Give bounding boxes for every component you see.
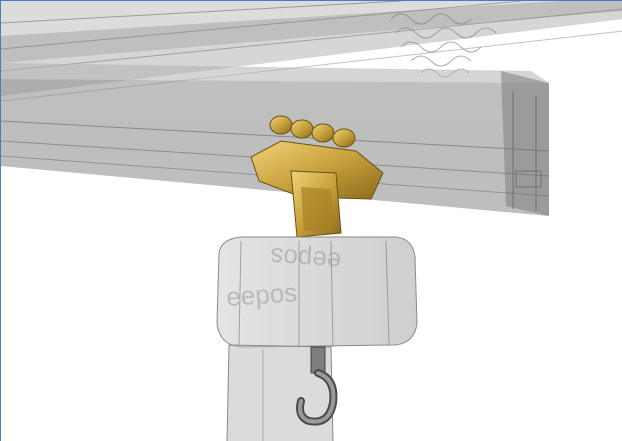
cable-chain (390, 13, 497, 78)
brand-label-front: eepos (225, 277, 298, 312)
trolley (250, 115, 384, 238)
hook (296, 346, 338, 426)
hoist-body: eepos eepos (216, 236, 418, 348)
main-beam (1, 63, 550, 216)
brand-label-side: eepos (269, 242, 342, 277)
trolley-wheels (269, 115, 356, 148)
